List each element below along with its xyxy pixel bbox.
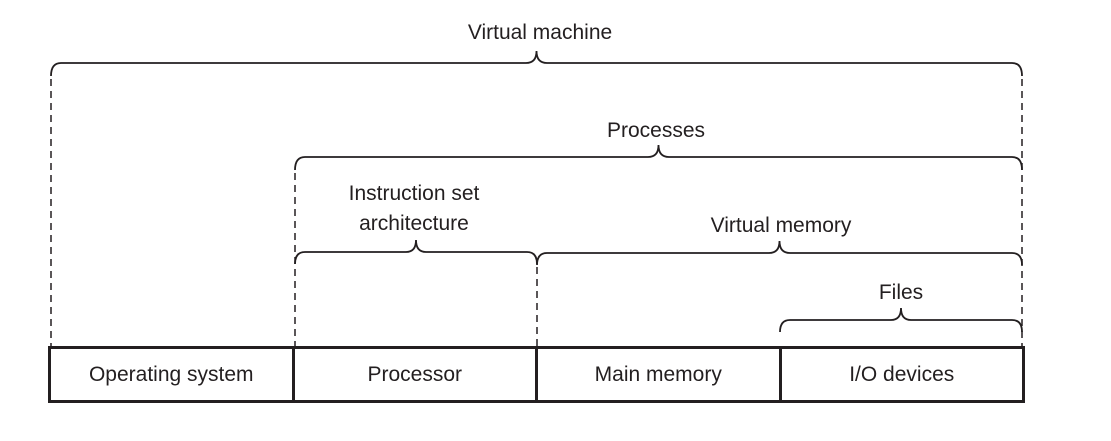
virtual-machine-brace	[50, 50, 1023, 77]
virtual-memory-brace	[536, 240, 1023, 266]
main-memory-box: Main memory	[538, 349, 782, 400]
processes-label: Processes	[606, 119, 706, 142]
instruction-set-architecture-label-line2: architecture	[359, 212, 469, 235]
instruction-set-architecture-label-line1: Instruction set	[348, 182, 480, 205]
files-label: Files	[878, 281, 924, 304]
io-devices-box: I/O devices	[849, 362, 955, 386]
instruction-set-architecture-label: Instruction set architecture	[349, 179, 480, 239]
virtual-machine-label: Virtual machine	[467, 21, 613, 44]
operating-system-box: Operating system	[51, 349, 295, 400]
processor-box: Processor	[295, 349, 538, 400]
processes-brace	[294, 144, 1023, 171]
instruction-set-architecture-brace	[294, 239, 538, 265]
files-brace	[779, 307, 1023, 333]
virtual-memory-label: Virtual memory	[710, 214, 852, 237]
hardware-row: Operating system Processor Main memory I…	[48, 346, 1025, 403]
